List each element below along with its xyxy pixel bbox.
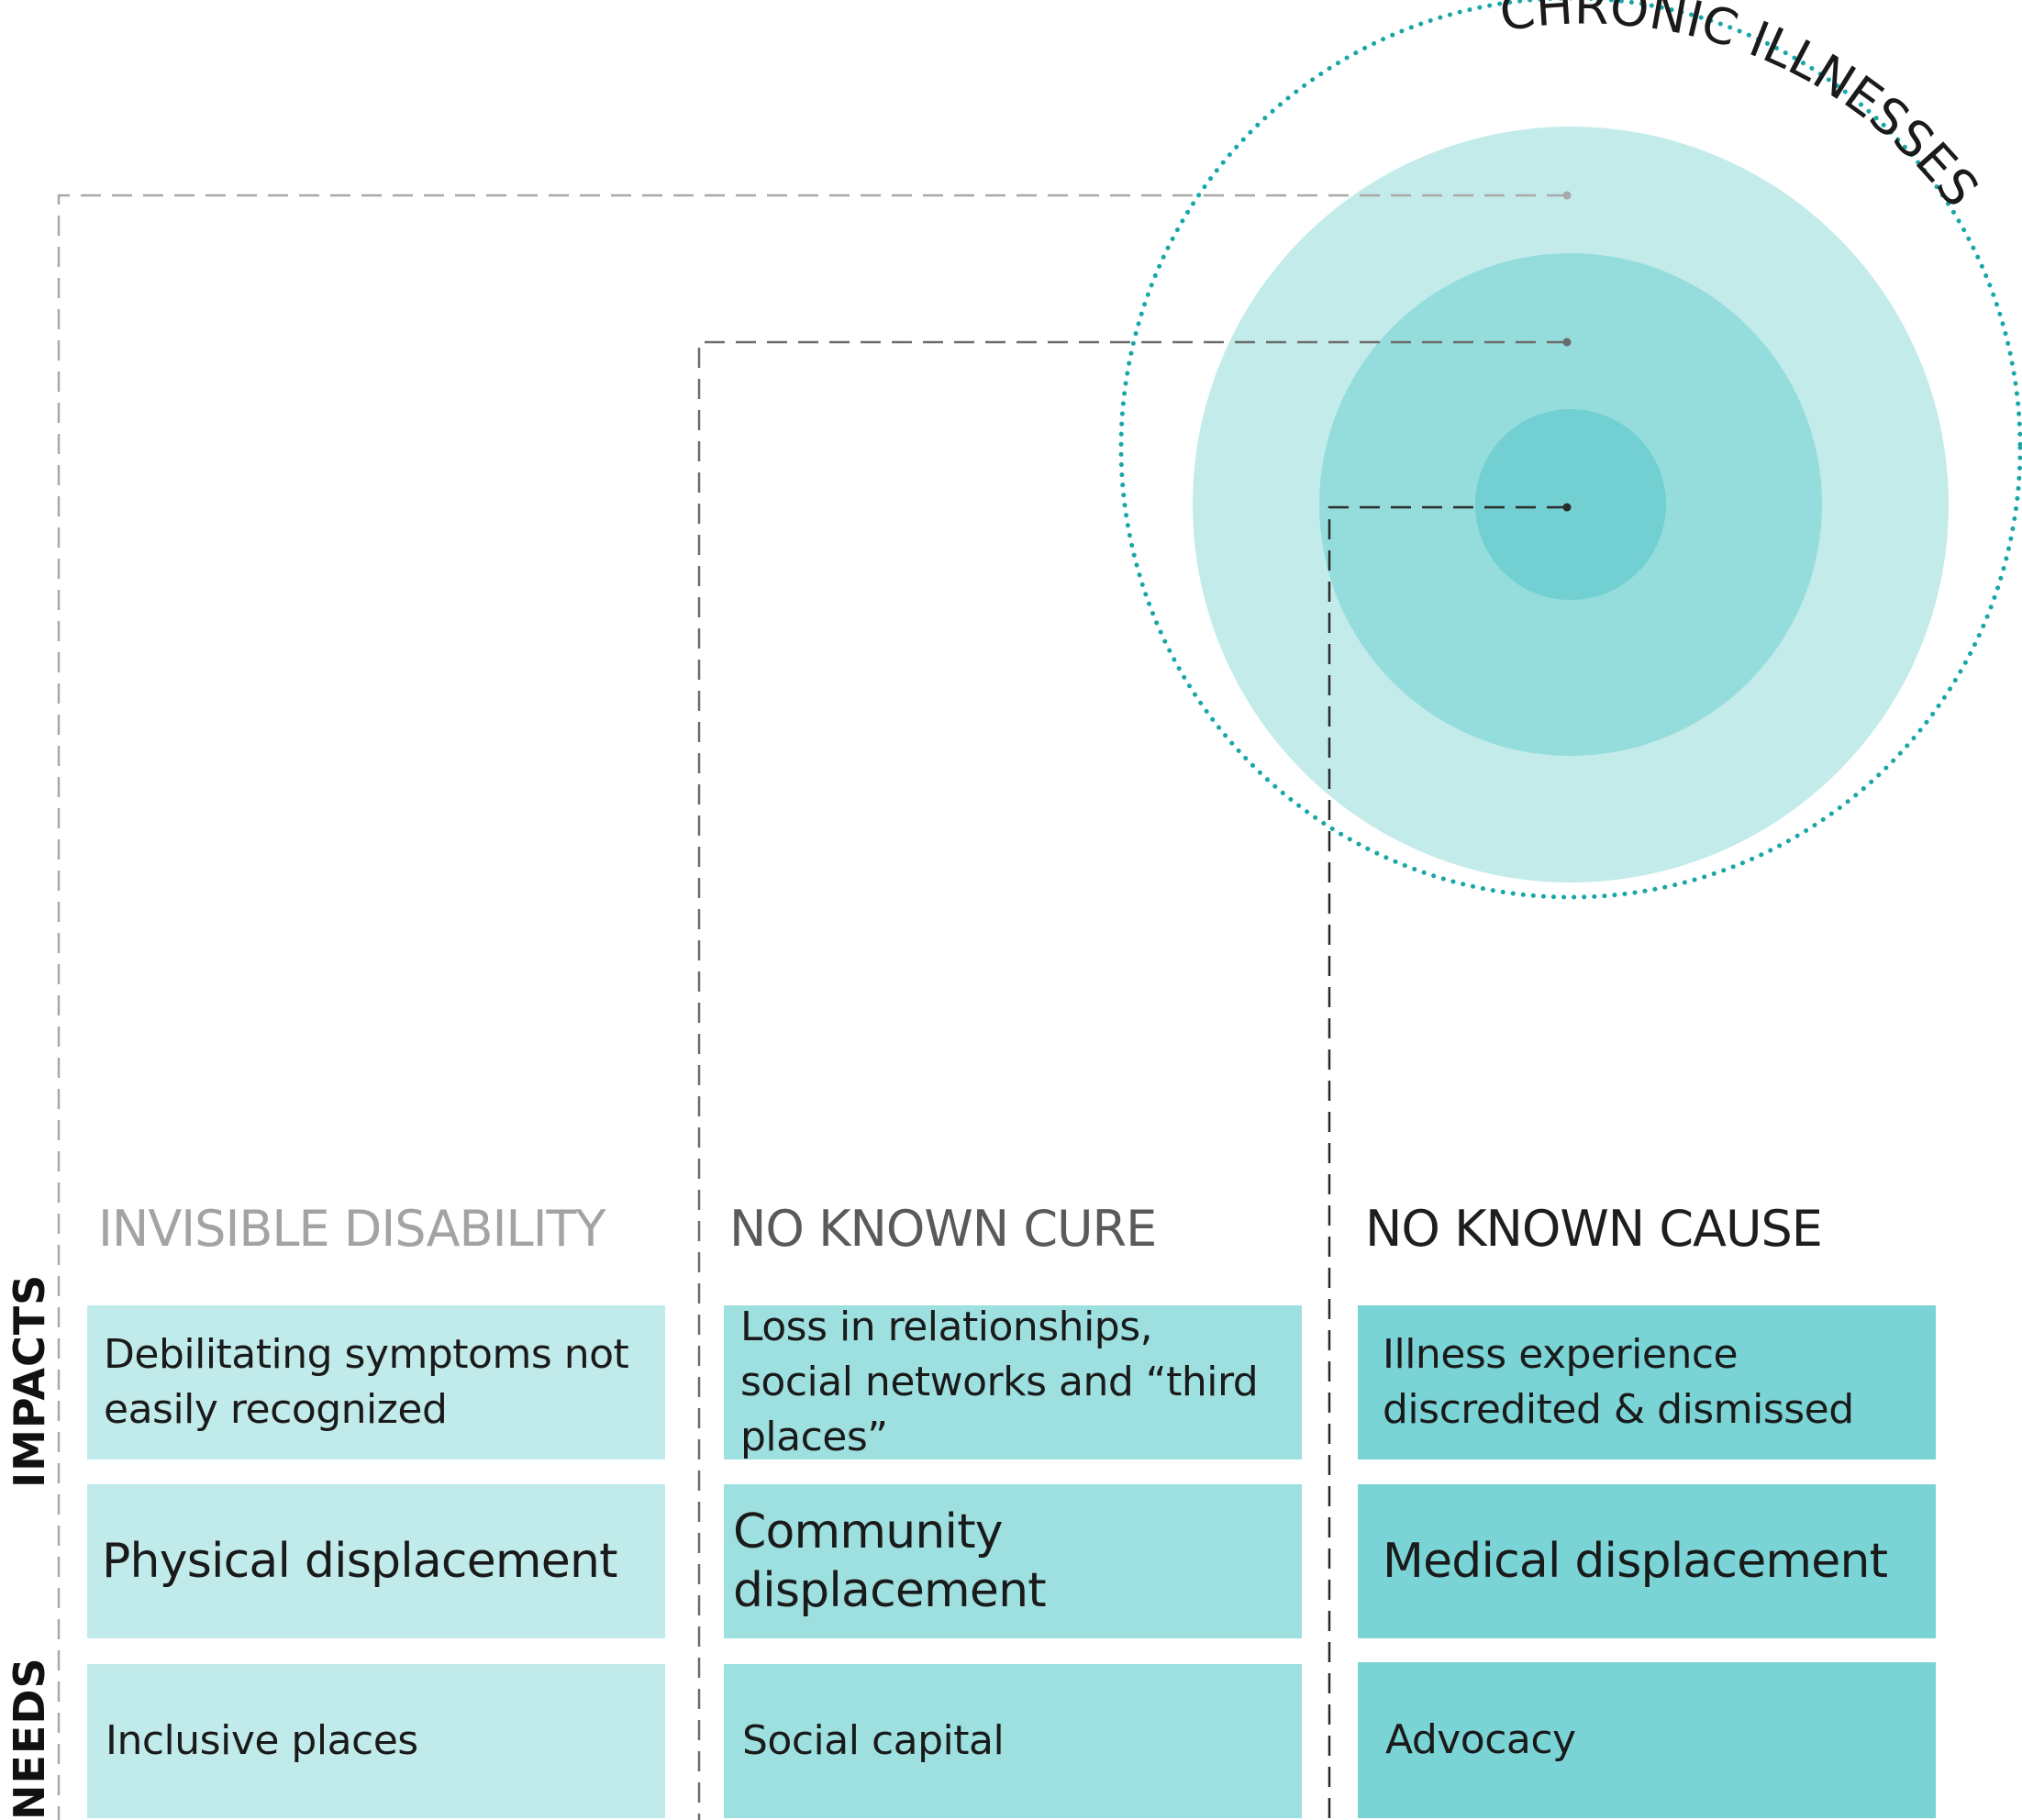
cell-impact-no-known-cause: Illness experience discredited & dismiss… (1358, 1305, 1936, 1459)
connector-no-known-cause (1328, 503, 1572, 1820)
connector-invisible-disability (57, 191, 1572, 1820)
header-no-known-cure: NO KNOWN CURE (729, 1200, 1157, 1258)
cell-need-social-capital: Social capital (724, 1664, 1302, 1818)
cell-text: Inclusive places (106, 1717, 418, 1764)
row-label-needs: NEEDS (5, 1657, 54, 1820)
connector-no-known-cure (697, 338, 1572, 1820)
cell-text: Social capital (742, 1717, 1005, 1764)
chronic-illnesses-ring (1118, 0, 2022, 900)
cell-need-advocacy: Advocacy (1358, 1662, 1936, 1818)
cell-text: Illness experience discredited & dismiss… (1383, 1331, 1854, 1433)
header-invisible-disability: INVISIBLE DISABILITY (98, 1200, 605, 1258)
cell-impact-invisible-disability: Debilitating symptoms not easily recogni… (87, 1305, 665, 1459)
circle-inner (1475, 409, 1666, 600)
cell-text: Physical displacement (102, 1534, 618, 1589)
cell-text: Advocacy (1385, 1716, 1576, 1763)
header-no-known-cause: NO KNOWN CAUSE (1365, 1200, 1823, 1258)
cell-displacement-physical: Physical displacement (87, 1484, 665, 1638)
cell-text: Medical displacement (1383, 1534, 1888, 1589)
row-label-impacts: IMPACTS (5, 1273, 54, 1488)
cell-displacement-medical: Medical displacement (1358, 1484, 1936, 1638)
cell-displacement-community: Community displacement (724, 1484, 1302, 1638)
cell-need-inclusive-places: Inclusive places (87, 1664, 665, 1818)
cell-text: Community displacement (733, 1504, 1047, 1618)
cell-impact-no-known-cure: Loss in relationships, social networks a… (724, 1304, 1302, 1460)
cell-text: Loss in relationships, social networks a… (740, 1304, 1259, 1460)
cell-text: Debilitating symptoms not easily recogni… (104, 1331, 629, 1433)
